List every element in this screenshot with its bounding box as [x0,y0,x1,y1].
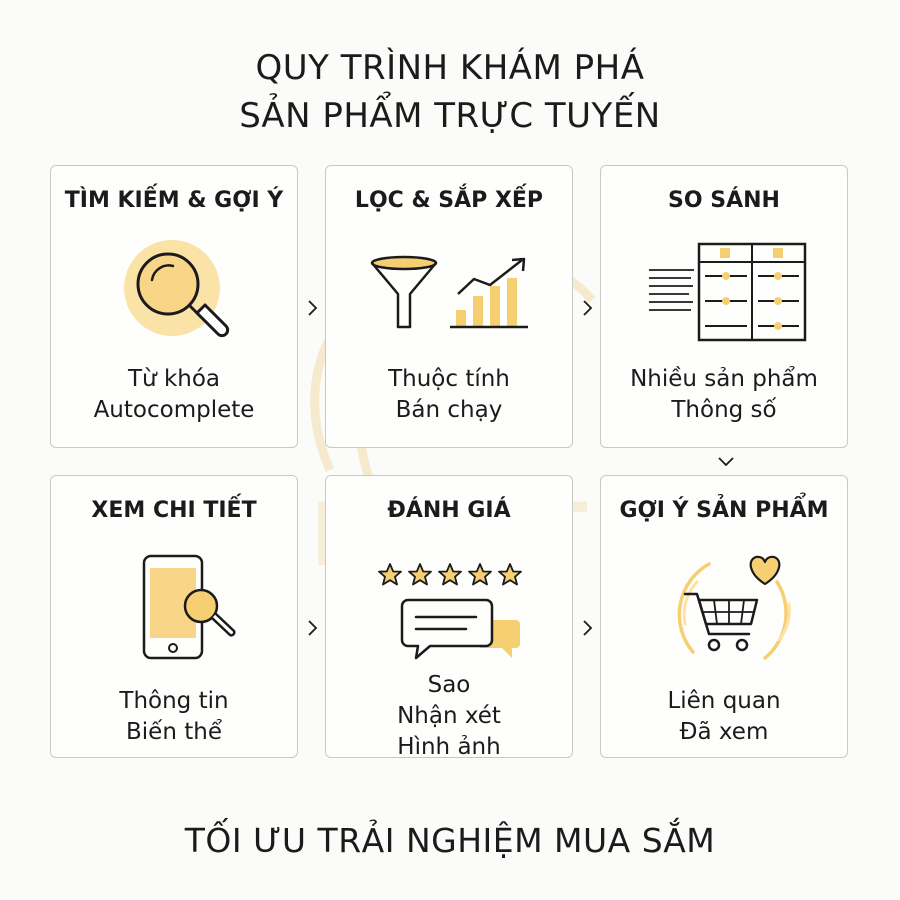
step-detail-line: Đã xem [679,719,769,745]
step-detail-line: Sao [427,672,471,698]
comparison-table-icon [649,242,807,342]
step-card-reviews: ĐÁNH GIÁ Sao Nhận xét Hình ảnh [325,475,573,760]
cart-heart-icon [677,555,791,660]
step-title: TÌM KIẾM & GỢI Ý [64,188,284,213]
step-card-recommend: GỢI Ý SẢN PHẨM Liên quan Đã xem [600,475,848,758]
phone-magnifier-icon [142,554,236,660]
step-title: GỢI Ý SẢN PHẨM [619,498,829,523]
step-title: ĐÁNH GIÁ [387,498,511,523]
step-details: Thuộc tính Bán chạy [326,364,572,426]
filter-chart-icon [370,255,528,329]
step-detail-line: Thuộc tính [388,366,510,392]
page-title: QUY TRÌNH KHÁM PHÁ SẢN PHẨM TRỰC TUYẾN [0,44,900,140]
step-card-detail: XEM CHI TIẾT Thông tin Biến thể [50,475,298,758]
step-card-filter: LỌC & SẮP XẾP Thuộc tính Bán chạy [325,165,573,448]
step-details: Thông tin Biến thể [51,686,297,748]
step-detail-line: Nhiều sản phẩm [630,366,818,392]
step-detail-line: Thông số [671,397,777,423]
step-detail-line: Hình ảnh [397,734,501,760]
chevron-right-icon [308,300,318,316]
step-title: LỌC & SẮP XẾP [354,188,544,213]
chevron-right-icon [583,620,593,636]
title-line-1: QUY TRÌNH KHÁM PHÁ [255,48,645,88]
step-card-compare: SO SÁNH Nhiều sản phẩm Thông số [600,165,848,448]
magnifier-icon [124,240,230,338]
chevron-down-icon [718,457,734,467]
step-detail-line: Thông tin [119,688,229,714]
step-detail-line: Bán chạy [395,397,503,423]
footer-tagline: TỐI ƯU TRẢI NGHIỆM MUA SẮM [184,821,716,860]
step-details: Nhiều sản phẩm Thông số [601,364,847,426]
step-card-search: TÌM KIẾM & GỢI Ý Từ khóa Autocomplete [50,165,298,448]
step-title: XEM CHI TIẾT [91,498,257,523]
step-detail-line: Nhận xét [397,703,501,729]
step-details: Từ khóa Autocomplete [51,364,297,426]
step-detail-line: Biến thể [126,719,222,745]
chevron-right-icon [583,300,593,316]
step-title: SO SÁNH [668,188,780,213]
step-detail-line: Từ khóa [128,366,220,392]
step-detail-line: Liên quan [667,688,781,714]
stars-chat-icon [378,563,522,660]
step-detail-line: Autocomplete [93,397,255,423]
title-line-2: SẢN PHẨM TRỰC TUYẾN [239,96,661,136]
step-details: Sao Nhận xét Hình ảnh [326,670,572,763]
chevron-right-icon [308,620,318,636]
step-details: Liên quan Đã xem [601,686,847,748]
